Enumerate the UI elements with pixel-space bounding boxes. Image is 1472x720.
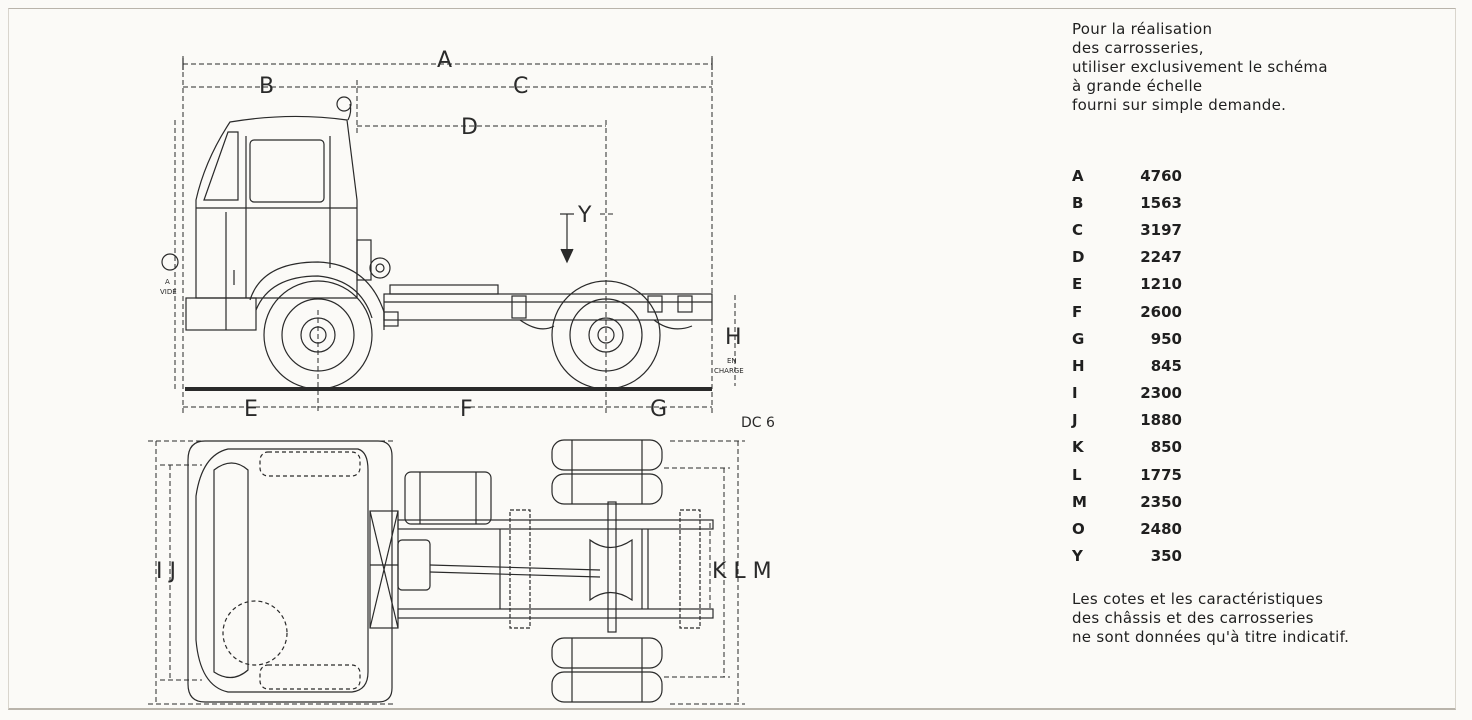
spec-sheet (8, 8, 1456, 710)
label-h: H (725, 325, 742, 350)
dimension-key: K (1072, 438, 1084, 457)
dimension-value: 2480 (1140, 520, 1182, 539)
dimension-row: A 4760 (1072, 162, 1182, 189)
disclaimer-note: Les cotes et les caractéristiques des ch… (1072, 590, 1350, 646)
bodywork-note: Pour la réalisation des carrosseries, ut… (1072, 20, 1328, 114)
model-label: DC 6 (741, 415, 775, 431)
dimension-key: C (1072, 220, 1084, 239)
dimension-row: D 2247 (1072, 244, 1182, 271)
dimension-key: A (1072, 166, 1084, 185)
dimension-row: L 1775 (1072, 461, 1182, 488)
dimension-labels: A B C D Y E F G H I J K L M A VIDE EN CH… (156, 48, 775, 584)
dimension-key: Y (1072, 547, 1083, 566)
dimension-value: 350 (1150, 547, 1182, 566)
label-g: G (650, 397, 667, 422)
dimension-row: I 2300 (1072, 380, 1182, 407)
dimension-value: 1563 (1140, 193, 1182, 212)
label-d: D (461, 115, 478, 140)
dimension-value: 845 (1150, 356, 1182, 375)
label-c: C (513, 74, 528, 99)
label-a: A (437, 48, 452, 73)
dimension-key: M (1072, 492, 1087, 511)
dimension-value: 2247 (1140, 248, 1182, 267)
label-a-vide-1: A (165, 278, 170, 286)
dimension-value: 1880 (1140, 411, 1182, 430)
dimension-value: 2300 (1140, 384, 1182, 403)
dimension-value: 1775 (1140, 465, 1182, 484)
label-e: E (244, 397, 258, 422)
dimension-row: E 1210 (1072, 271, 1182, 298)
dimension-row: G 950 (1072, 325, 1182, 352)
label-f: F (460, 397, 473, 422)
dimension-row: M 2350 (1072, 488, 1182, 515)
dimension-value: 2350 (1140, 492, 1182, 511)
dimension-value: 1210 (1140, 275, 1182, 294)
label-ij: I J (156, 559, 176, 584)
dimension-row: C 3197 (1072, 216, 1182, 243)
label-en-charge-1: EN (727, 357, 737, 365)
dimension-key: G (1072, 329, 1085, 348)
dimension-row: F 2600 (1072, 298, 1182, 325)
dimension-row: K 850 (1072, 434, 1182, 461)
dimension-key: F (1072, 302, 1083, 321)
truck-top-view (148, 439, 745, 705)
dimension-value: 4760 (1140, 166, 1182, 185)
dimension-row: B 1563 (1072, 189, 1182, 216)
dimension-value: 3197 (1140, 220, 1182, 239)
dimension-row: O 2480 (1072, 515, 1182, 542)
dimension-key: E (1072, 275, 1083, 294)
dimension-row: Y 350 (1072, 543, 1182, 570)
dimension-value: 850 (1150, 438, 1182, 457)
dimension-key: D (1072, 248, 1085, 267)
dimension-value: 950 (1150, 329, 1182, 348)
dimension-key: L (1072, 465, 1082, 484)
label-a-vide-2: VIDE (160, 288, 177, 296)
dimension-value: 2600 (1140, 302, 1182, 321)
dimension-key: O (1072, 520, 1085, 539)
truck-side-view (161, 56, 736, 413)
dimension-key: J (1072, 411, 1078, 430)
label-y: Y (577, 203, 592, 228)
dimension-row: H 845 (1072, 352, 1182, 379)
label-klm: K L M (712, 559, 772, 584)
dimension-row: J 1880 (1072, 407, 1182, 434)
dimension-key: I (1072, 384, 1078, 403)
dimension-key: B (1072, 193, 1084, 212)
truck-dimension-diagram: A B C D Y E F G H I J K L M A VIDE EN CH… (148, 48, 775, 705)
dimension-key: H (1072, 356, 1085, 375)
label-b: B (259, 74, 274, 99)
label-en-charge-2: CHARGE (714, 367, 744, 375)
